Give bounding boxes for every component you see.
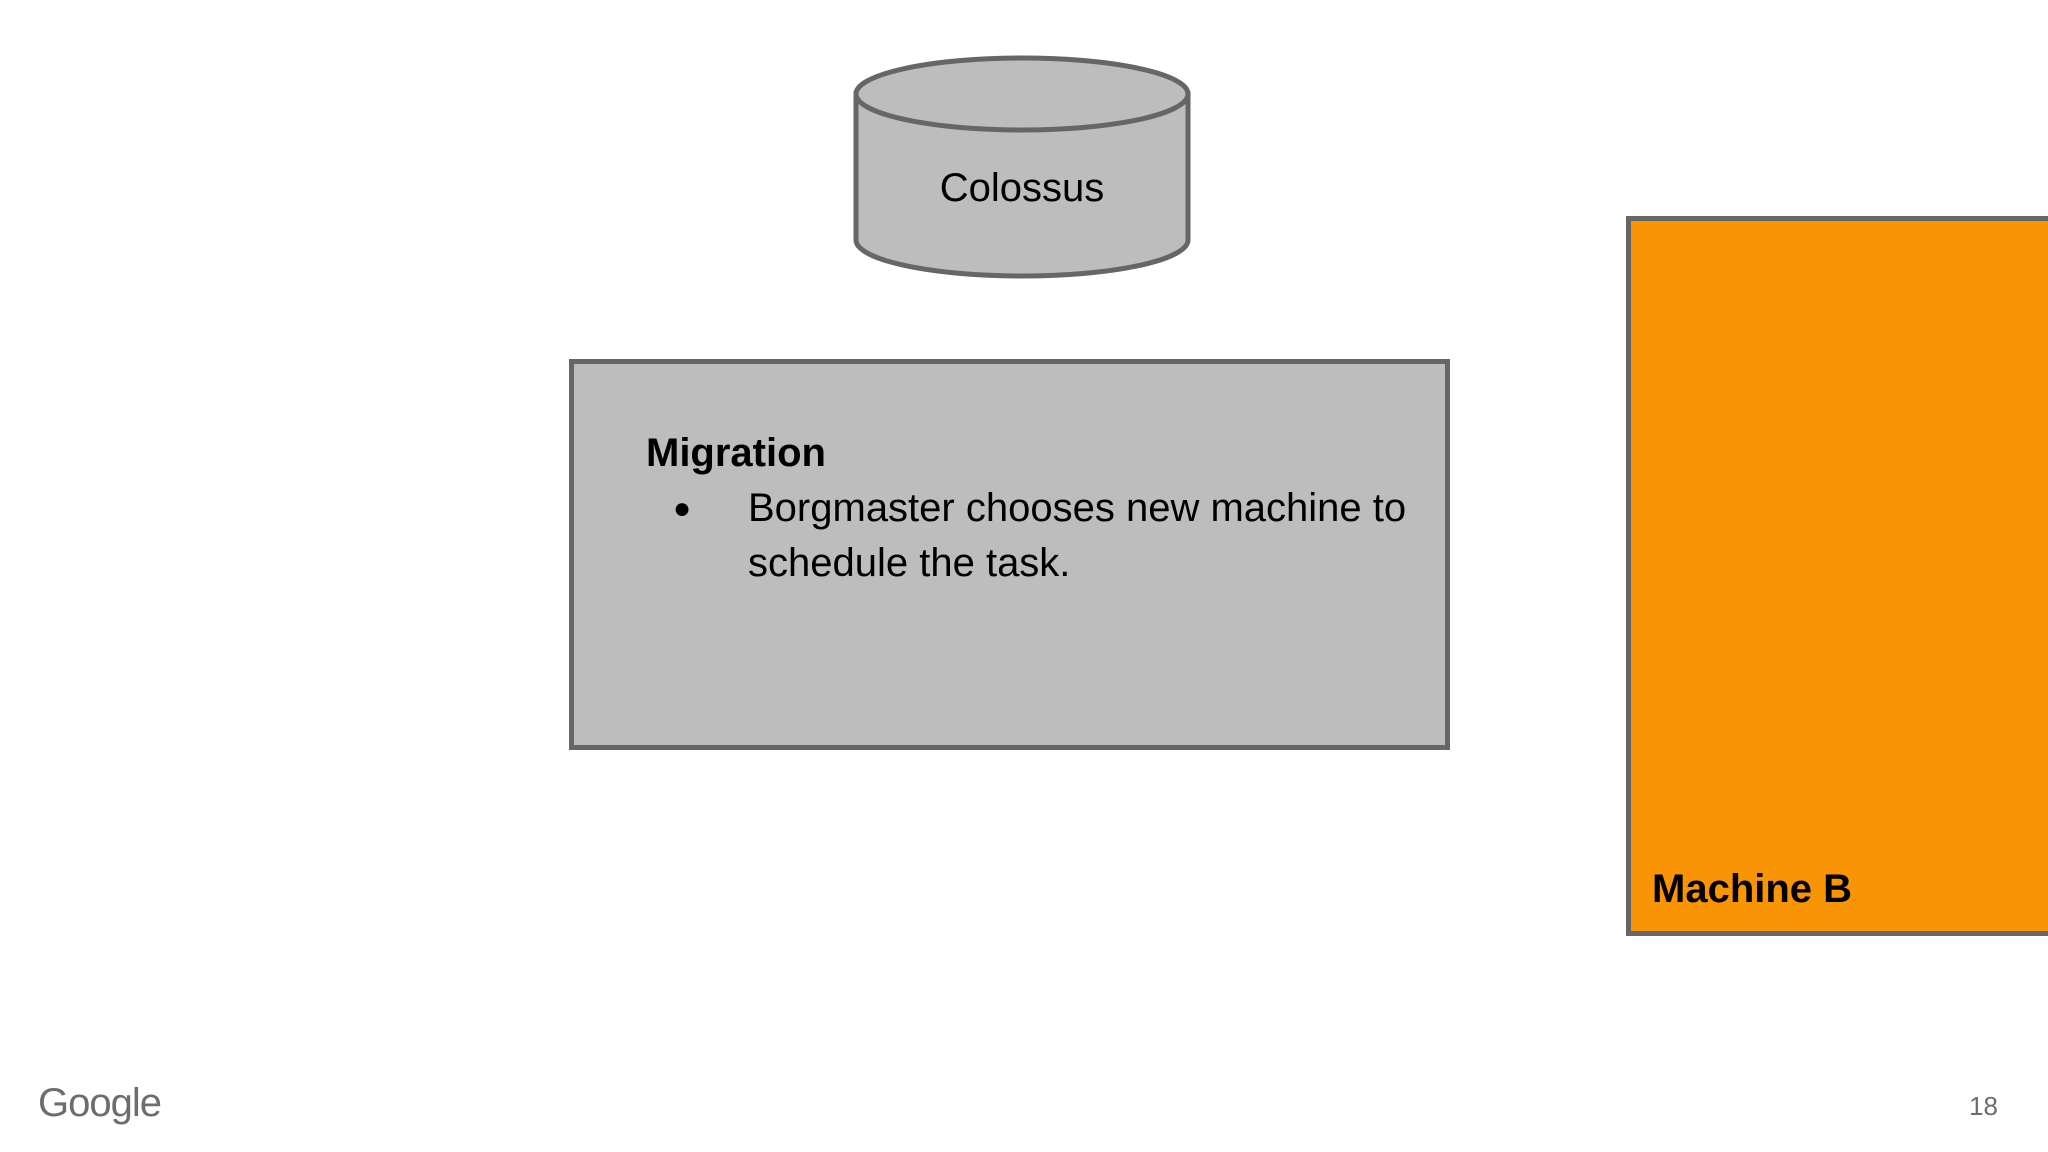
colossus-storage-cylinder: Colossus [852,54,1192,286]
migration-info-box: Migration ● Borgmaster chooses new machi… [569,359,1450,750]
bullet-icon: ● [673,492,692,525]
colossus-label: Colossus [939,166,1105,210]
machine-b-label: Machine B [1652,867,1853,911]
migration-title: Migration [646,431,826,475]
machine-b-box: Machine B [1626,216,2048,936]
migration-bullet-list: ● Borgmaster chooses new machine to sche… [646,481,1436,591]
google-logo: Google [38,1081,162,1125]
page-number: 18 [1969,1091,1998,1121]
bullet-item: ● Borgmaster chooses new machine to sche… [646,481,1436,591]
bullet-text: Borgmaster chooses new machine to schedu… [748,486,1407,585]
database-cylinder-icon [853,55,1191,279]
